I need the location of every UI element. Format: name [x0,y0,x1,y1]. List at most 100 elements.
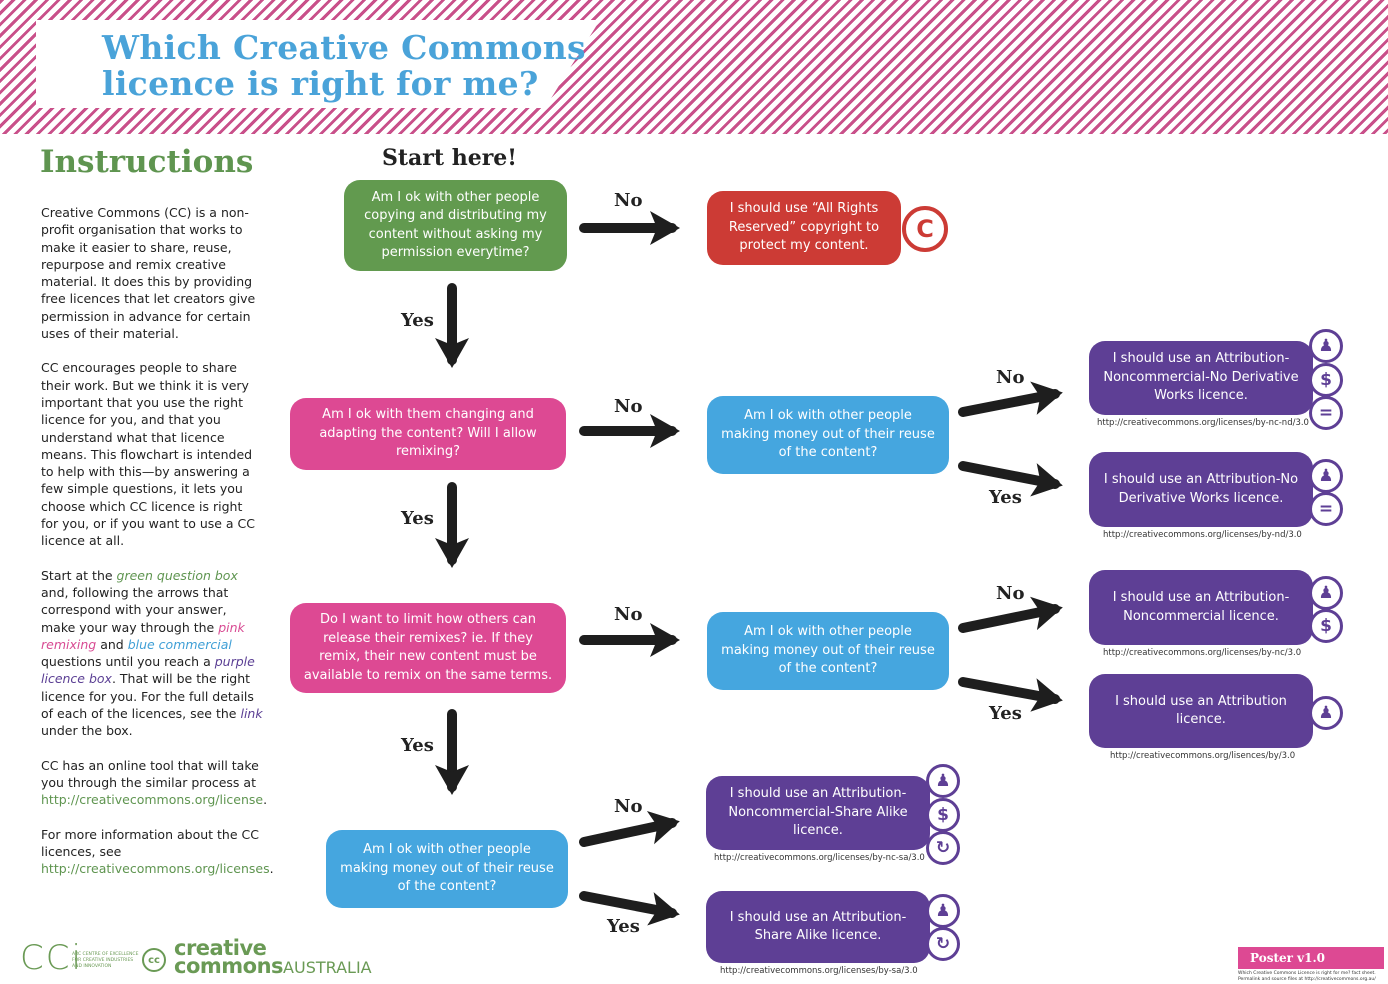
text: Start at the [41,567,117,583]
license-tool-link[interactable]: http://creativecommons.org/license [41,792,264,808]
text: under the box. [41,723,133,739]
licence-by-text: I should use an Attribution licence. [1115,693,1287,728]
label-yes: Yes [607,916,640,937]
label-yes: Yes [401,735,434,756]
licence-by-nd-box[interactable]: I should use an Attribution-No Derivativ… [1089,452,1313,527]
licence-by-sa-link[interactable]: http://creativecommons.org/licenses/by-s… [720,966,918,976]
text: questions until you reach a [41,654,215,670]
arrow-c2-yes [958,677,1063,712]
cc-logo-commons: commons [174,954,284,978]
attribution-icon: ♟ [1309,696,1343,730]
text: CC has an online tool that will take you… [41,757,259,790]
attribution-icon: ♟ [926,894,960,928]
licence-by-nd-link[interactable]: http://creativecommons.org/licenses/by-n… [1103,530,1302,540]
licence-by-nc-sa-box[interactable]: I should use an Attribution-Noncommercia… [706,776,930,850]
blue-commercial-highlight: blue commercial [127,636,232,652]
instructions-heading: Instructions [40,144,254,180]
question-copying-box[interactable]: Am I ok with other people copying and di… [344,180,567,271]
arrow-c1-yes [958,461,1063,497]
licence-by-nc-nd-text: I should use an Attribution-Noncommercia… [1103,351,1299,404]
text: and, following the arrows that correspon… [41,584,229,635]
arrow-c1-no [958,381,1063,417]
label-yes: Yes [989,487,1022,508]
label-yes: Yes [401,508,434,529]
purple-licence-box-highlight: purple licence box [41,654,255,687]
cc-logo-word-commons: commonsAUSTRALIA [174,956,372,978]
licenses-link[interactable]: http://creativecommons.org/licenses [41,861,270,877]
question-commercial-text: Am I ok with other people making money o… [721,624,935,677]
instructions-paragraph-2: CC encourages people to share their work… [41,360,256,549]
question-commercial-box-1[interactable]: Am I ok with other people making money o… [707,396,949,474]
arrow-c3-yes [579,891,680,926]
attribution-icon: ♟ [1309,459,1343,493]
page-title: Which Creative Commons licence is right … [102,30,586,102]
label-no: No [614,604,643,625]
noncommercial-icon: $ [1309,609,1343,643]
label-no: No [996,367,1025,388]
start-here-label: Start here! [382,145,517,171]
licence-by-sa-text: I should use an Attribution-Share Alike … [729,909,907,944]
licence-by-nc-box[interactable]: I should use an Attribution-Noncommercia… [1089,570,1313,645]
licence-by-nc-text: I should use an Attribution-Noncommercia… [1112,590,1290,624]
label-no: No [614,396,643,417]
licence-by-sa-box[interactable]: I should use an Attribution-Share Alike … [706,891,930,963]
noncommercial-icon: $ [926,798,960,832]
attribution-icon: ♟ [926,764,960,798]
instructions-paragraph-5: For more information about the CC licenc… [41,826,274,878]
question-remixing-text: Am I ok with them changing and adapting … [319,407,537,460]
licence-by-nc-link[interactable]: http://creativecommons.org/licenses/by-n… [1103,648,1302,658]
question-commercial-text: Am I ok with other people making money o… [721,408,935,461]
licence-by-box[interactable]: I should use an Attribution licence. [1089,674,1313,748]
label-yes: Yes [989,703,1022,724]
sharealike-icon: ↻ [926,831,960,865]
text: and [96,636,128,652]
question-commercial-box-2[interactable]: Am I ok with other people making money o… [707,612,949,690]
licence-by-nc-sa-text: I should use an Attribution-Noncommercia… [728,786,908,839]
link-highlight: link [240,706,263,722]
licence-by-link[interactable]: http://creativecommons.org/lisences/by/3… [1110,751,1296,761]
instructions-paragraph-3: Start at the green question box and, fol… [41,567,263,740]
text: For more information about the CC licenc… [41,826,259,859]
text: . That will be the right licence for you… [41,671,254,722]
all-rights-reserved-box[interactable]: I should use “All Rights Reserved” copyr… [707,191,901,265]
question-copying-text: Am I ok with other people copying and di… [364,189,547,261]
instructions-paragraph-4: CC has an online tool that will take you… [41,757,267,809]
question-commercial-box-3[interactable]: Am I ok with other people making money o… [326,830,568,908]
title-band [36,20,600,108]
question-sharealike-text: Do I want to limit how others can releas… [303,612,553,683]
cc-logo-icon: cc [142,948,166,972]
poster-note: Which Creative Commons Licence is right … [1238,971,1376,982]
title-line-1: Which Creative Commons [102,28,586,67]
arrow-c2-no [958,596,1063,633]
green-question-box-highlight: green question box [116,567,238,583]
label-yes: Yes [401,310,434,331]
attribution-icon: ♟ [1309,576,1343,610]
label-no: No [614,796,643,817]
cc-logo-australia: AUSTRALIA [283,958,372,977]
question-remixing-box[interactable]: Am I ok with them changing and adapting … [290,398,566,470]
arrow-c3-no [579,811,680,847]
text: . [263,792,268,808]
pink-remixing-highlight: pink remixing [41,619,245,652]
question-sharealike-box[interactable]: Do I want to limit how others can releas… [290,603,566,693]
licence-by-nc-sa-link[interactable]: http://creativecommons.org/licenses/by-n… [714,853,925,863]
licence-by-nd-text: I should use an Attribution-No Derivativ… [1103,472,1299,506]
licence-by-nc-nd-box[interactable]: I should use an Attribution-Noncommercia… [1089,341,1313,415]
label-no: No [614,190,643,211]
instructions-paragraph-1: Creative Commons (CC) is a non-profit or… [41,205,256,342]
poster-version-badge: Poster v1.0 [1238,947,1384,969]
question-commercial-text: Am I ok with other people making money o… [340,842,554,895]
cc-logo-word-creative: creative [174,936,267,960]
title-line-2: licence is right for me? [102,64,539,103]
noderivs-icon: = [1309,396,1343,430]
noncommercial-icon: $ [1309,363,1343,397]
cci-logo: CCi [20,938,83,978]
instructions-body: Creative Commons (CC) is a non-profit or… [41,204,274,894]
licence-by-nc-nd-link[interactable]: http://creativecommons.org/licenses/by-n… [1097,418,1309,428]
attribution-icon: ♟ [1309,329,1343,363]
noderivs-icon: = [1309,492,1343,526]
label-no: No [996,583,1025,604]
sharealike-icon: ↻ [926,927,960,961]
cci-logo-subtitle: ARC CENTRE OF EXCELLENCE FOR CREATIVE IN… [72,952,139,969]
copyright-icon: C [902,206,948,252]
